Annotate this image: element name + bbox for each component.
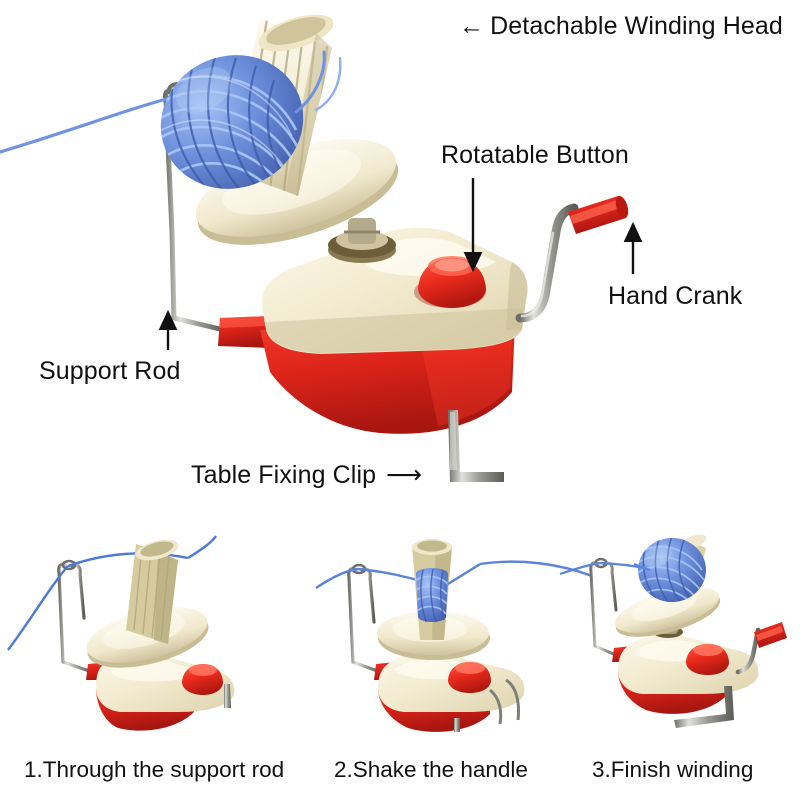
step-3-knob [686, 644, 729, 675]
caption-step-3: 3.Finish winding [592, 757, 754, 782]
step-2-illustration [315, 539, 593, 732]
table-fixing-clip-part [448, 410, 504, 482]
label-support-rod: Support Rod [39, 357, 181, 385]
step-3-crank [735, 622, 787, 675]
step-3-illustration [559, 534, 787, 728]
crank-grip[interactable] [568, 194, 631, 234]
step-1-photo [7, 522, 274, 738]
step-2-photo [315, 522, 593, 738]
main-product-photo [0, 0, 680, 500]
detachable-winding-head-part[interactable] [141, 7, 410, 264]
step-1-illustration [7, 535, 235, 731]
label-hand-crank: Hand Crank [608, 282, 743, 310]
step-3-photo [559, 522, 800, 738]
step-2-knob [448, 662, 491, 693]
machine-body [260, 218, 528, 434]
caption-step-1: 1.Through the support rod [24, 757, 285, 782]
step-2-yarn-band [415, 568, 449, 623]
label-rotatable-button: Rotatable Button [441, 141, 629, 169]
spindle-hub [328, 218, 396, 263]
arrow-glyph-right: ⟶ [386, 461, 423, 489]
caption-step-2: 2.Shake the handle [334, 757, 528, 782]
label-table-fixing-clip: Table Fixing Clip ⟶ [191, 461, 423, 490]
step-1-knob [182, 664, 223, 695]
label-text: Detachable Winding Head [490, 12, 783, 40]
label-detachable-winding-head: ←Detachable Winding Head [459, 12, 783, 41]
yarn-ball [151, 53, 304, 207]
hand-crank-part[interactable] [515, 194, 631, 323]
label-text: Table Fixing Clip [191, 461, 377, 489]
main-product-illustration [0, 7, 631, 482]
arrow-glyph-left: ← [459, 12, 485, 40]
